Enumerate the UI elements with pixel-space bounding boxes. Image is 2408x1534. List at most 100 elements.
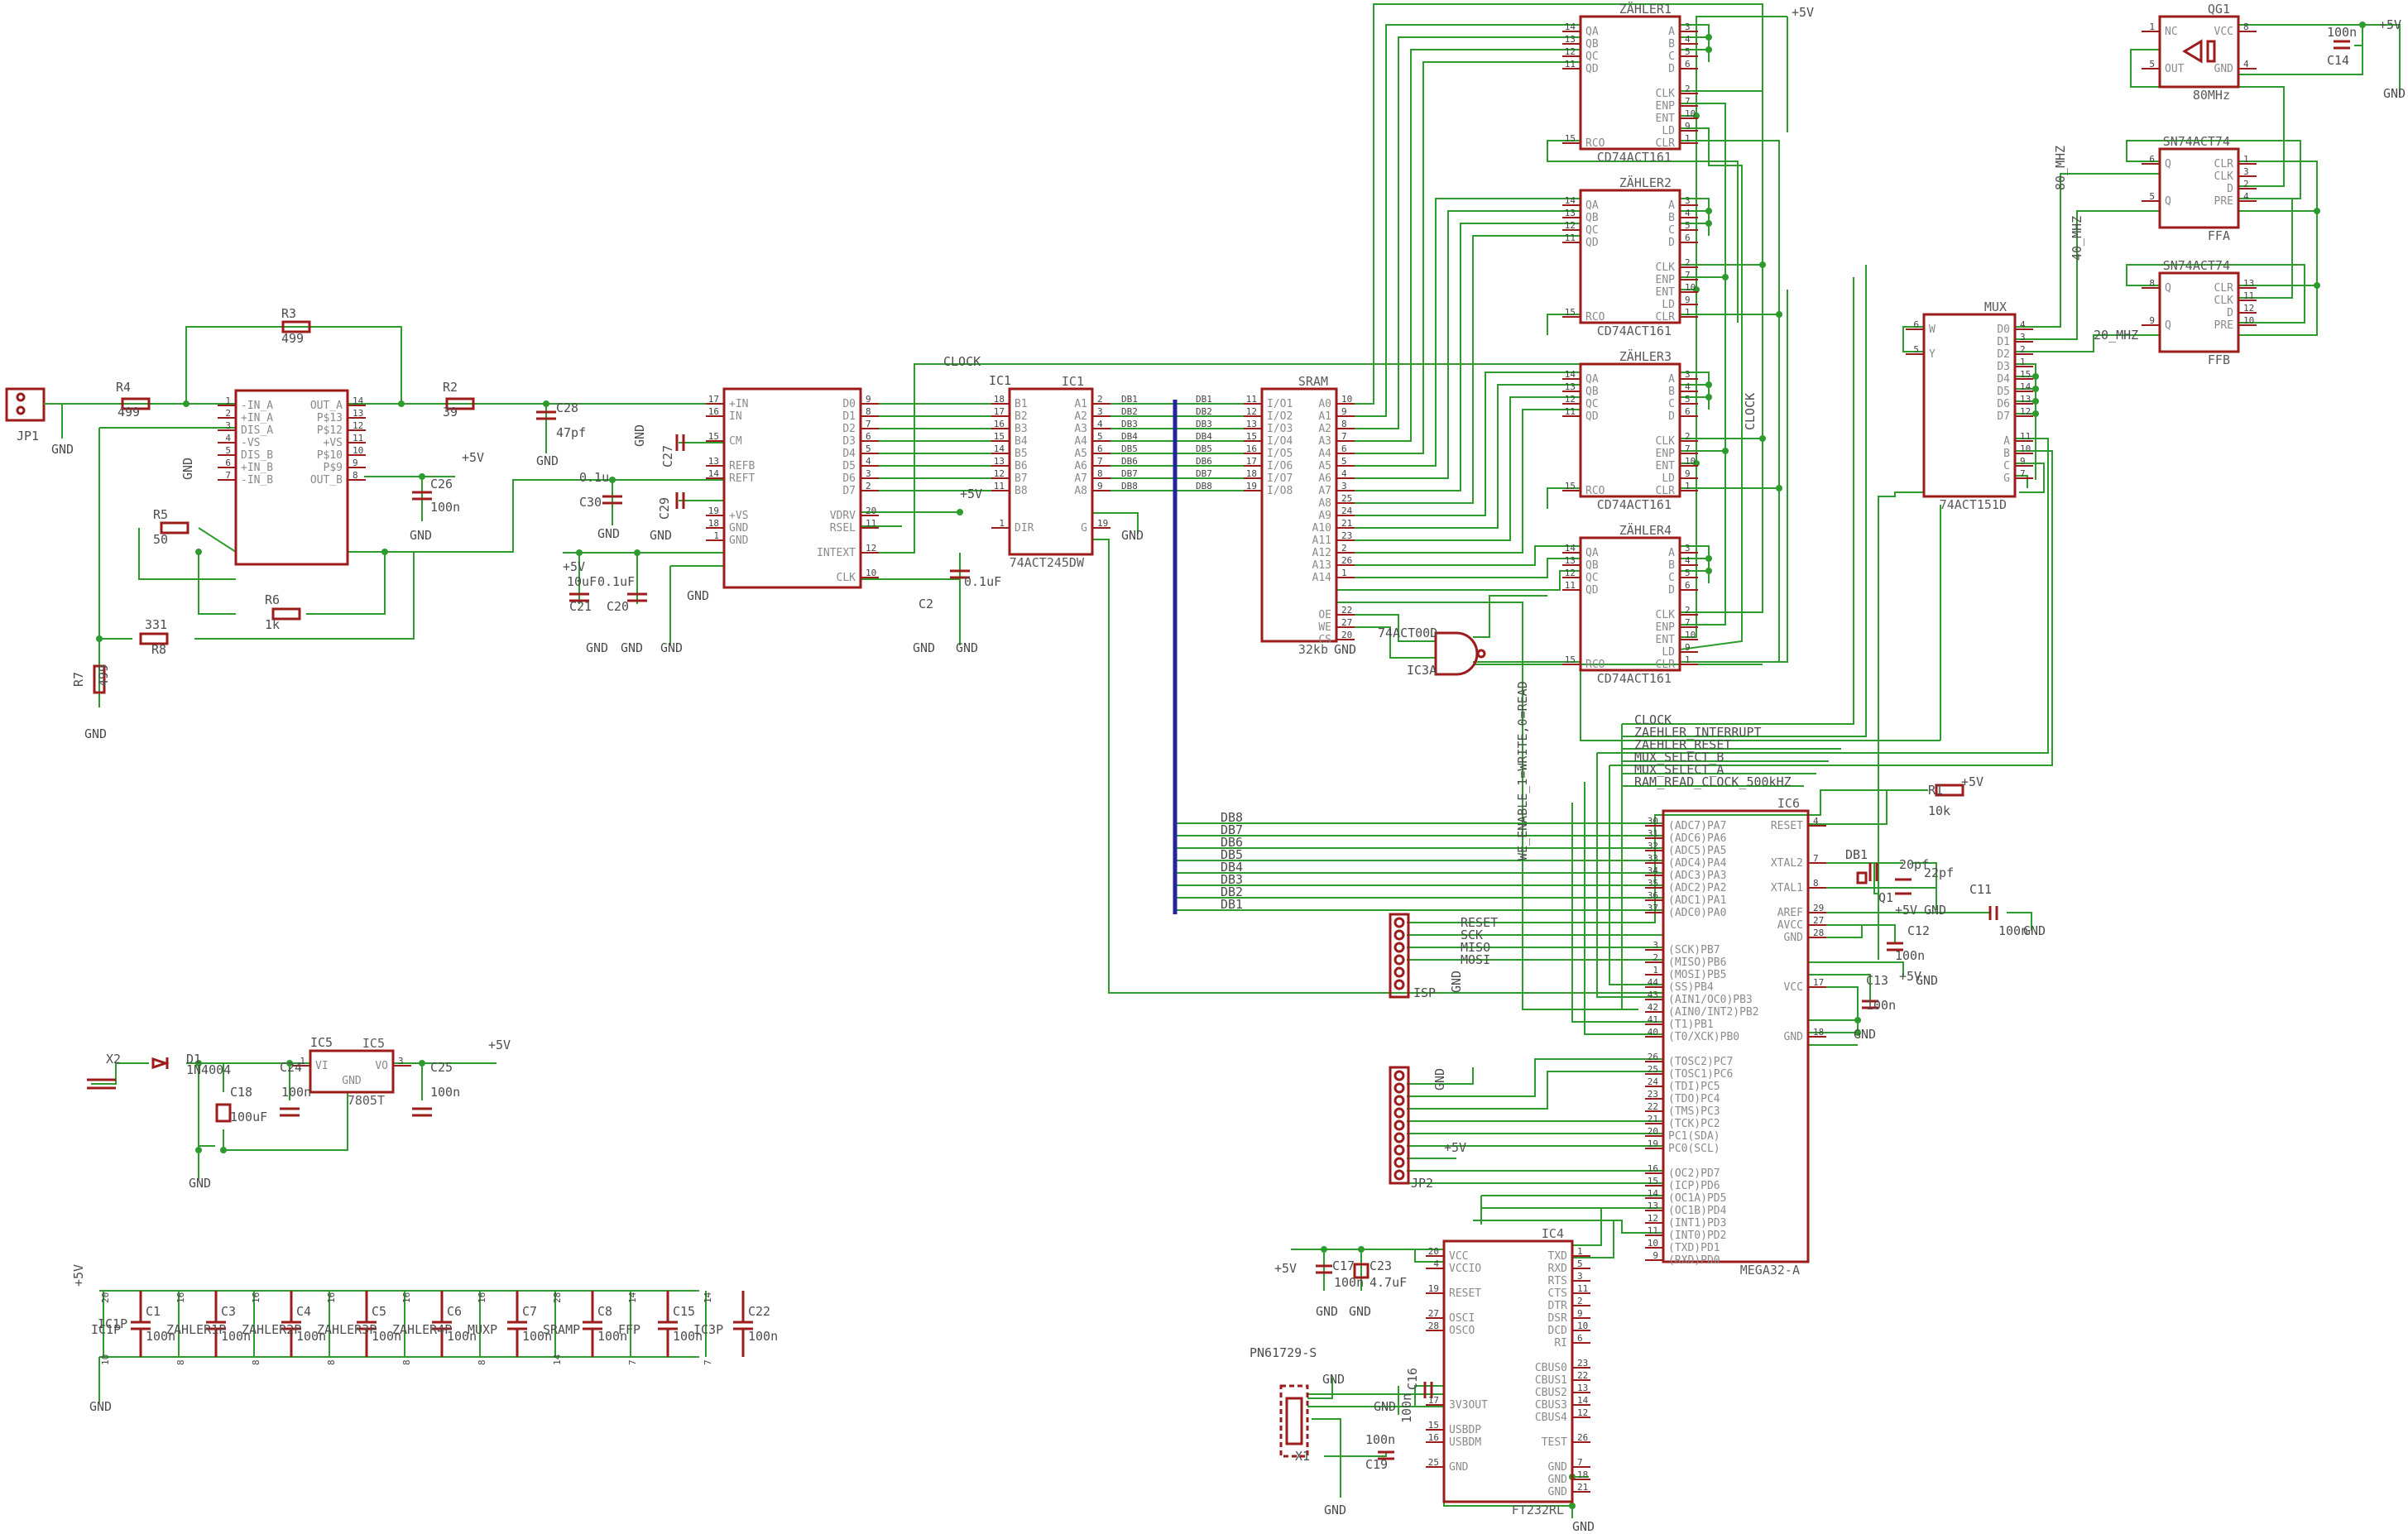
pin-number: 6 <box>225 458 231 468</box>
pin-number: 10 <box>2243 315 2254 326</box>
chip-title: ZÄHLER4 <box>1619 522 1672 538</box>
pin-number: 41 <box>1648 1014 1658 1025</box>
pin-number: 1 <box>713 530 719 541</box>
pin-label: (ADC0)PA0 <box>1668 907 1726 919</box>
pin-label: Q <box>2165 158 2171 170</box>
pin-label: OUT <box>2165 63 2185 75</box>
pin-label: CLR <box>1656 659 1676 671</box>
net-label: 100n <box>1399 1393 1414 1423</box>
pin-number: 2 <box>2020 344 2026 355</box>
pin-number: 16 <box>994 419 1005 429</box>
bus-label-ic1: DB3 <box>1121 419 1138 429</box>
net-label: GND <box>1924 903 1946 918</box>
pin-label: DIS_A <box>241 424 273 437</box>
net-label: GND <box>1449 971 1464 993</box>
net-label: C19 <box>1365 1457 1388 1472</box>
pin-label: G <box>1081 522 1087 535</box>
pin-label: PC1(SDA) <box>1668 1130 1720 1143</box>
pin-number: 15 <box>1565 481 1576 491</box>
bus-label-ic1: DB4 <box>1121 431 1138 442</box>
net-label: 331 <box>145 617 167 632</box>
pin-number: 10 <box>1685 108 1696 119</box>
net-label: CLOCK <box>1743 393 1758 430</box>
pin-label: (AIN0/INT2)PB2 <box>1668 1006 1759 1019</box>
pin-label: VDRV <box>830 510 856 522</box>
net-label: +5V <box>2379 17 2401 32</box>
pin-number: 18 <box>1813 1027 1824 1038</box>
pin-number: 8 <box>1813 878 1819 889</box>
pin-label: (MISO)PB6 <box>1668 956 1726 969</box>
pin-number: 13 <box>1246 419 1257 429</box>
pin-label: VCC <box>1449 1250 1468 1263</box>
pin-label: A13 <box>1312 559 1331 572</box>
pin-number: 28 <box>552 1292 563 1303</box>
pin-label: D0 <box>1997 324 2010 336</box>
pin-number: 1 <box>1685 654 1691 665</box>
power-ic-name: MUXP <box>468 1322 497 1337</box>
pin-number: 4 <box>1685 34 1691 45</box>
pin-label: CM <box>729 435 742 448</box>
pin-label: B7 <box>1015 472 1028 485</box>
pin-number: 13 <box>1565 34 1576 45</box>
pin-label: USBDM <box>1449 1436 1481 1449</box>
net-label: MUX_SELECT_B <box>1634 750 1724 765</box>
pin-label: I/O3 <box>1267 423 1293 435</box>
chip-body <box>1008 387 1094 556</box>
pin-label: ENP <box>1656 448 1676 460</box>
pin-label: Q <box>2165 282 2171 295</box>
pin-number: 9 <box>2149 315 2155 326</box>
pin-number: 3 <box>866 468 871 479</box>
pin-label: OSCO <box>1449 1325 1475 1337</box>
chip-subtitle: 32kb <box>1298 642 1328 657</box>
pin-number: 28 <box>1813 928 1824 938</box>
net-label: GND <box>597 526 620 541</box>
chip-title: IC1 <box>1062 374 1084 389</box>
pin-number: 3 <box>2243 166 2249 177</box>
net-label: +5V <box>960 487 982 501</box>
bus-label-ic1: DB2 <box>1121 406 1138 417</box>
pin-label: CLK <box>2214 295 2234 307</box>
pin-number: 7 <box>2020 468 2026 479</box>
pin-label: CBUS0 <box>1535 1362 1567 1374</box>
pin-label: CLR <box>1656 485 1676 497</box>
net-label: GND <box>51 442 74 457</box>
pin-label: Y <box>1929 348 1936 361</box>
chip-subtitle: CD74ACT161 <box>1597 671 1672 686</box>
pin-label: G <box>2003 472 2010 485</box>
pin-number: 9 <box>1685 295 1691 305</box>
pin-label: P$9 <box>324 462 343 474</box>
net-label: Q1 <box>1878 890 1893 905</box>
power-ic-name: IC1P <box>91 1322 121 1337</box>
pin-number: 13 <box>1648 1201 1658 1211</box>
net-label: +5V <box>1895 903 1917 918</box>
net-label: ZAEHLER_INTERRUPT <box>1634 725 1762 740</box>
pin-label: D5 <box>842 460 856 472</box>
pin-number: 7 <box>1341 431 1347 442</box>
pin-number: 16 <box>326 1292 337 1303</box>
pin-number: 8 <box>2243 22 2249 32</box>
pin-label: CLK <box>1656 88 1676 100</box>
net-label: MOSI <box>1461 952 1490 967</box>
pin-label: (ADC3)PA3 <box>1668 870 1726 882</box>
pin-number: 11 <box>2020 431 2031 442</box>
pin-label: B6 <box>1015 460 1028 472</box>
net-label: GND <box>660 640 683 655</box>
bus-label-mega: DB2 <box>1221 884 1243 899</box>
pin-label: RCO <box>1585 485 1605 497</box>
bus-label-ic1: DB6 <box>1121 456 1138 467</box>
pin-label: A <box>1668 199 1675 212</box>
net-label: GND <box>1334 642 1356 657</box>
pin-label: (OC2)PD7 <box>1668 1167 1720 1180</box>
pin-label: GND <box>1548 1486 1568 1498</box>
net-label: +5V <box>563 559 585 574</box>
pin-number: 14 <box>994 443 1005 454</box>
pin-number: 18 <box>994 394 1005 405</box>
pin-number: 16 <box>1648 1163 1658 1174</box>
cap-name: C6 <box>447 1304 462 1319</box>
pin-number: 11 <box>1577 1283 1588 1294</box>
net-label: PN61729-S <box>1250 1345 1317 1360</box>
pin-label: (T0/XCK)PB0 <box>1668 1031 1739 1043</box>
net-label: SCK <box>1461 928 1483 942</box>
net-label: MISO <box>1461 940 1490 955</box>
